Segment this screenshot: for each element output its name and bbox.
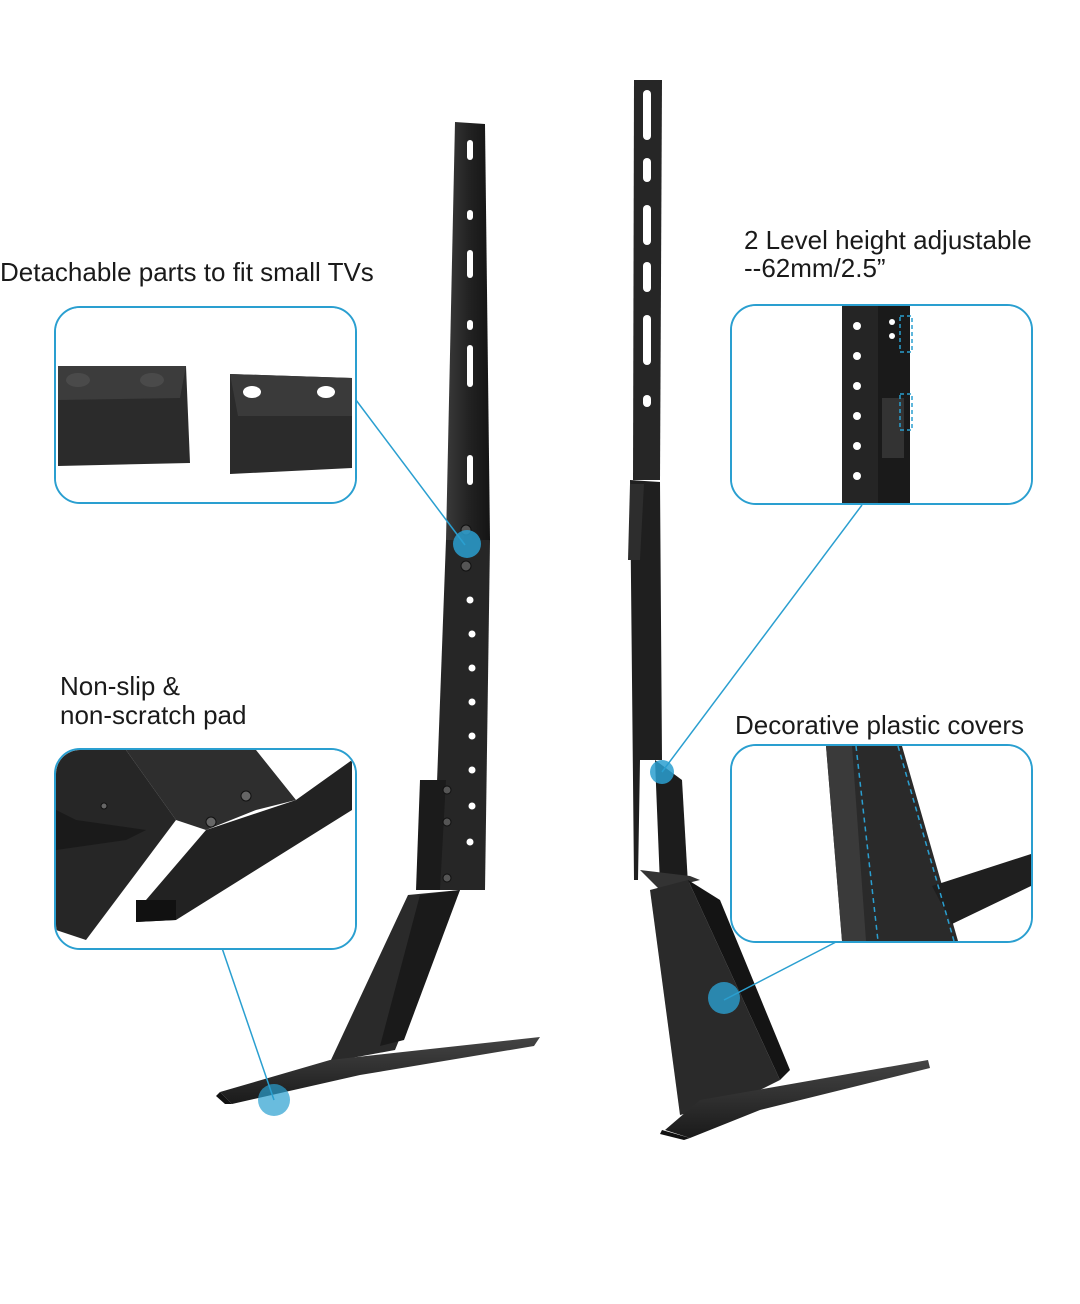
detachable-brackets-closeup [56,308,355,502]
height-adjustable-label: 2 Level height adjustable [744,225,1032,255]
left-column-holes [466,140,476,846]
callout-decorative-covers [730,744,1033,943]
plastic-cover-closeup [732,746,1031,941]
blue-dot-marker [258,530,740,1116]
base-feet-closeup [56,750,355,948]
nonslip-label: Non-slip & [60,671,180,701]
right-column-holes [643,90,651,407]
height-adjustable-measurement: --62mm/2.5” [744,253,886,283]
callout-nonslip-pad [54,748,357,950]
height-holes-closeup [732,306,1031,503]
detachable-label: Detachable parts to fit small TVs [0,257,374,287]
nonscratch-label: non-scratch pad [60,700,247,730]
decorative-covers-label: Decorative plastic covers [735,710,1024,740]
left-stand [216,122,540,1104]
leader-lines [221,399,863,1101]
callout-detachable-parts [54,306,357,504]
callout-height-adjustable [730,304,1033,505]
